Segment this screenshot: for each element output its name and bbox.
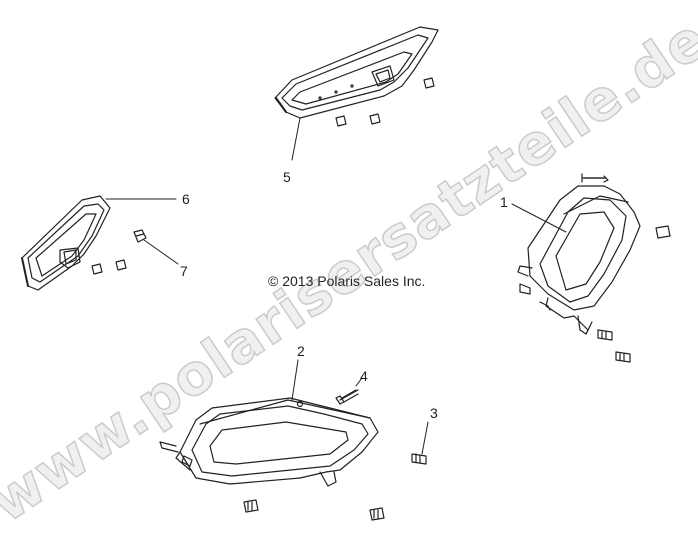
part-2-left-headlight <box>159 397 385 521</box>
leader-line-5 <box>291 117 301 161</box>
part-6-side-marker-light <box>21 195 127 291</box>
callout-7: 7 <box>180 263 188 279</box>
part-7-clip <box>133 229 147 243</box>
part-3-nut <box>411 453 427 465</box>
callout-5: 5 <box>283 169 291 185</box>
copyright-notice: © 2013 Polaris Sales Inc. <box>268 273 426 289</box>
leader-line-4 <box>355 377 363 387</box>
leader-line-1 <box>511 203 567 233</box>
part-5-upper-lens <box>274 26 439 127</box>
leader-line-7 <box>143 239 179 265</box>
leader-line-3 <box>421 421 429 455</box>
callout-6: 6 <box>182 191 190 207</box>
callout-4: 4 <box>360 368 368 384</box>
callout-1: 1 <box>500 194 508 210</box>
callout-2: 2 <box>297 343 305 359</box>
part-4-screw <box>335 389 359 405</box>
part-1-right-headlight <box>517 173 671 363</box>
callout-3: 3 <box>430 405 438 421</box>
leader-line-2 <box>291 359 299 401</box>
